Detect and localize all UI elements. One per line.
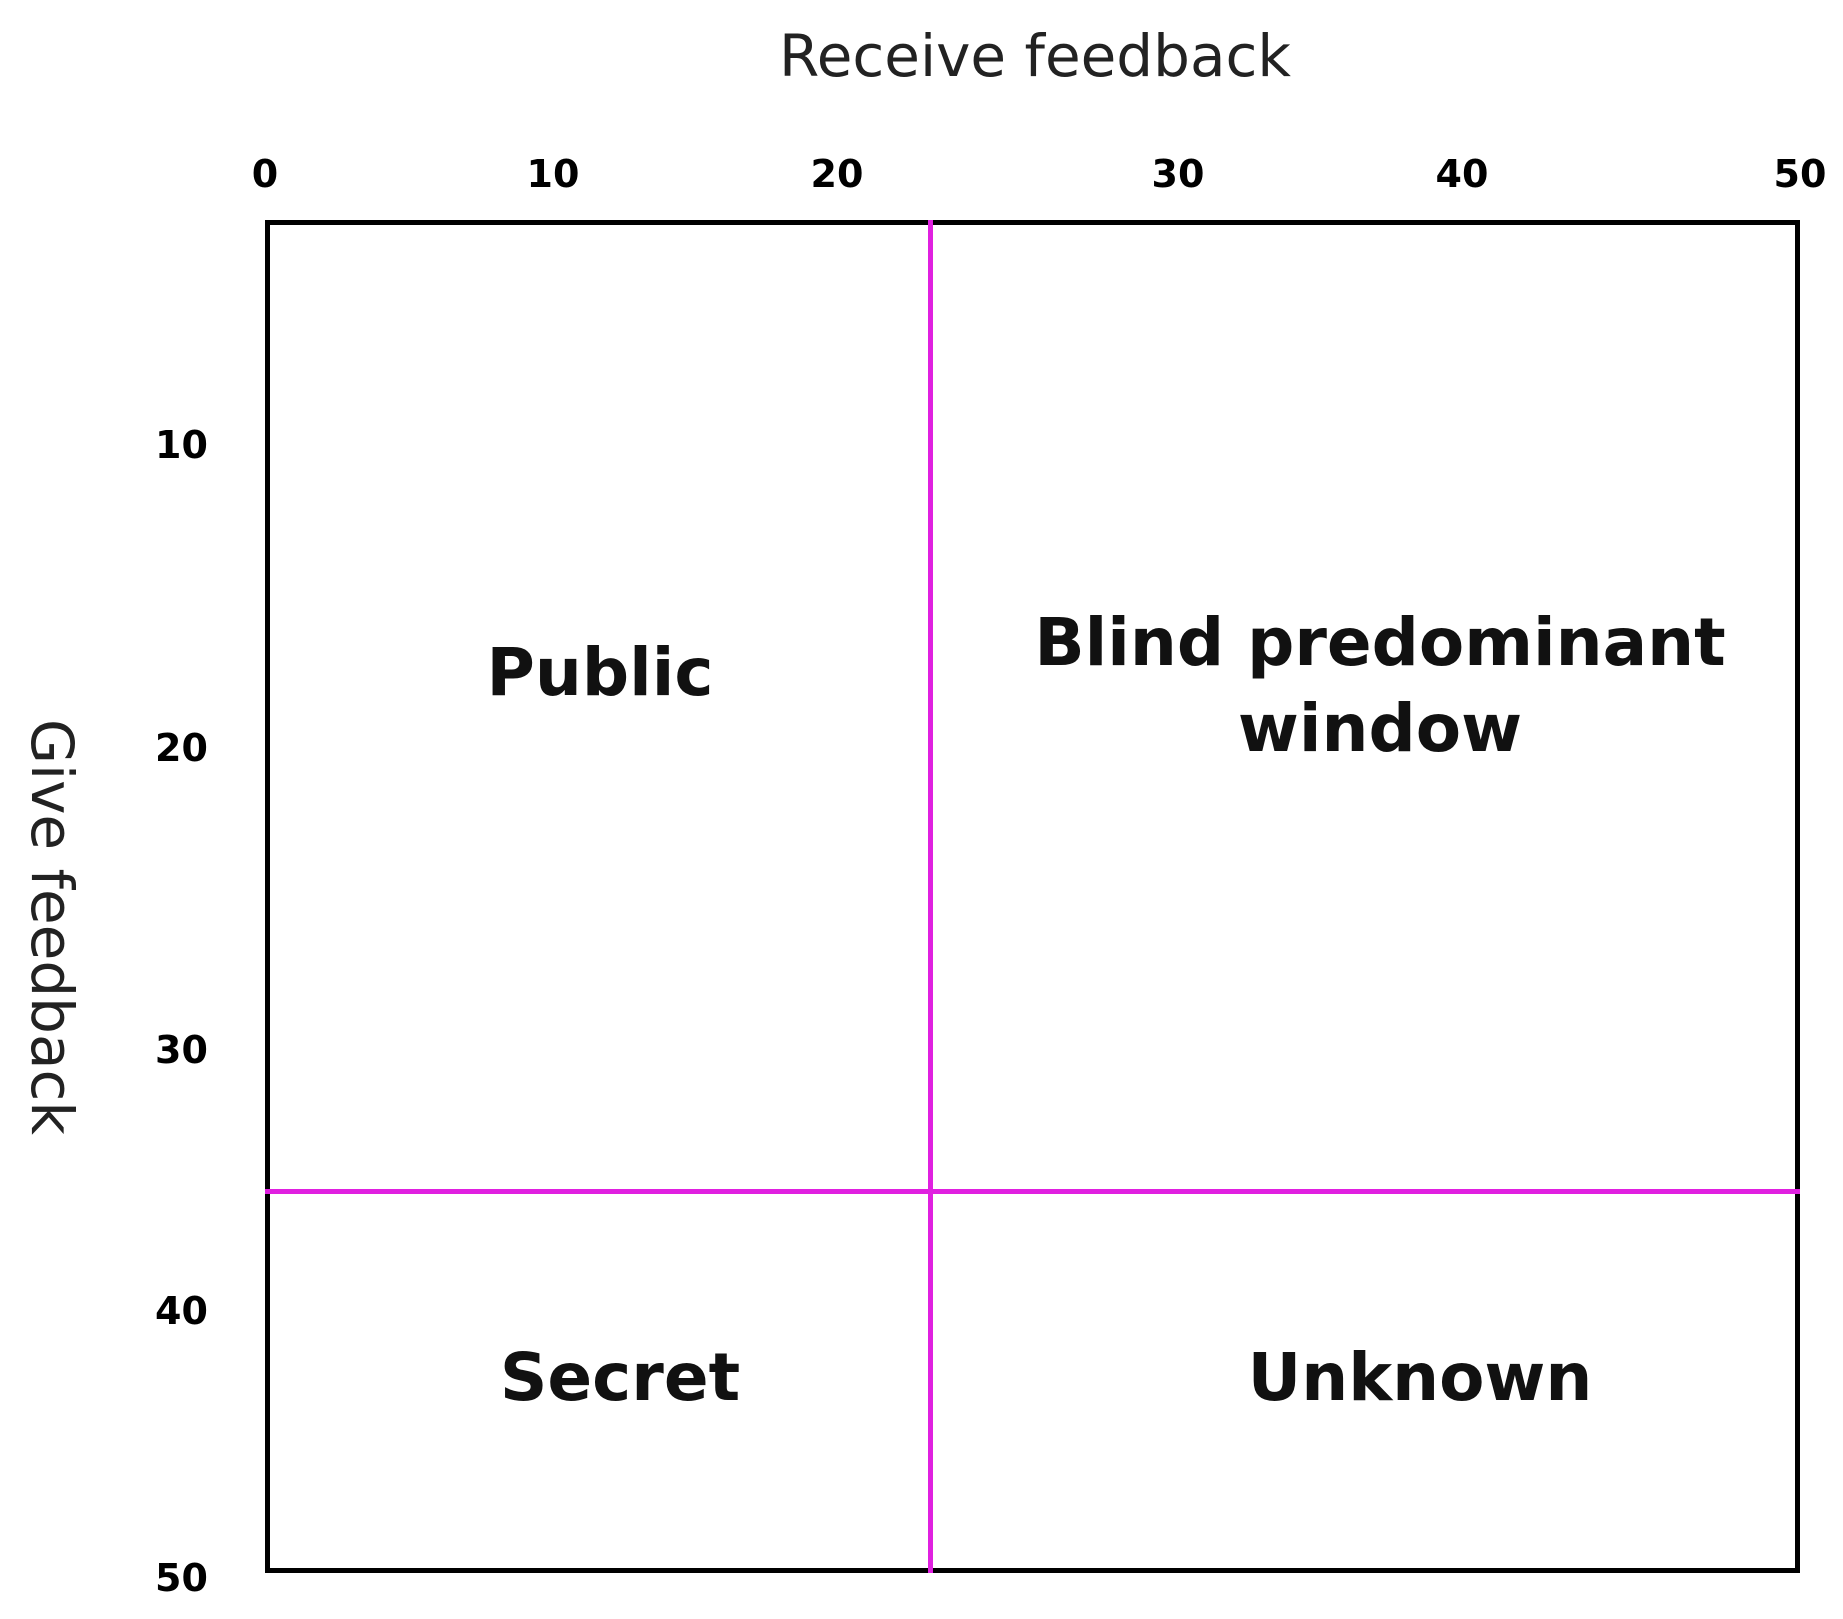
quadrant-unknown-label: Unknown bbox=[1247, 1339, 1593, 1416]
window-frame bbox=[265, 220, 1800, 1573]
x-tick-10: 10 bbox=[526, 152, 580, 196]
x-tick-40: 40 bbox=[1435, 152, 1489, 196]
x-axis-title: Receive feedback bbox=[779, 22, 1291, 90]
quadrant-public-label: Public bbox=[486, 634, 714, 711]
quadrant-secret-label: Secret bbox=[499, 1339, 741, 1416]
x-tick-0: 0 bbox=[251, 152, 279, 196]
x-tick-50: 50 bbox=[1773, 152, 1827, 196]
x-tick-20: 20 bbox=[810, 152, 864, 196]
y-tick-50: 50 bbox=[155, 1556, 208, 1600]
vertical-divider bbox=[928, 220, 933, 1573]
y-tick-10: 10 bbox=[155, 423, 208, 467]
horizontal-divider bbox=[265, 1189, 1800, 1194]
y-tick-20: 20 bbox=[155, 726, 208, 770]
y-tick-40: 40 bbox=[155, 1289, 208, 1333]
y-tick-30: 30 bbox=[155, 1028, 208, 1072]
y-axis-title: Give feedback bbox=[18, 719, 86, 1135]
quadrant-blind-label: Blind predominant window bbox=[1034, 604, 1726, 767]
x-tick-30: 30 bbox=[1151, 152, 1205, 196]
